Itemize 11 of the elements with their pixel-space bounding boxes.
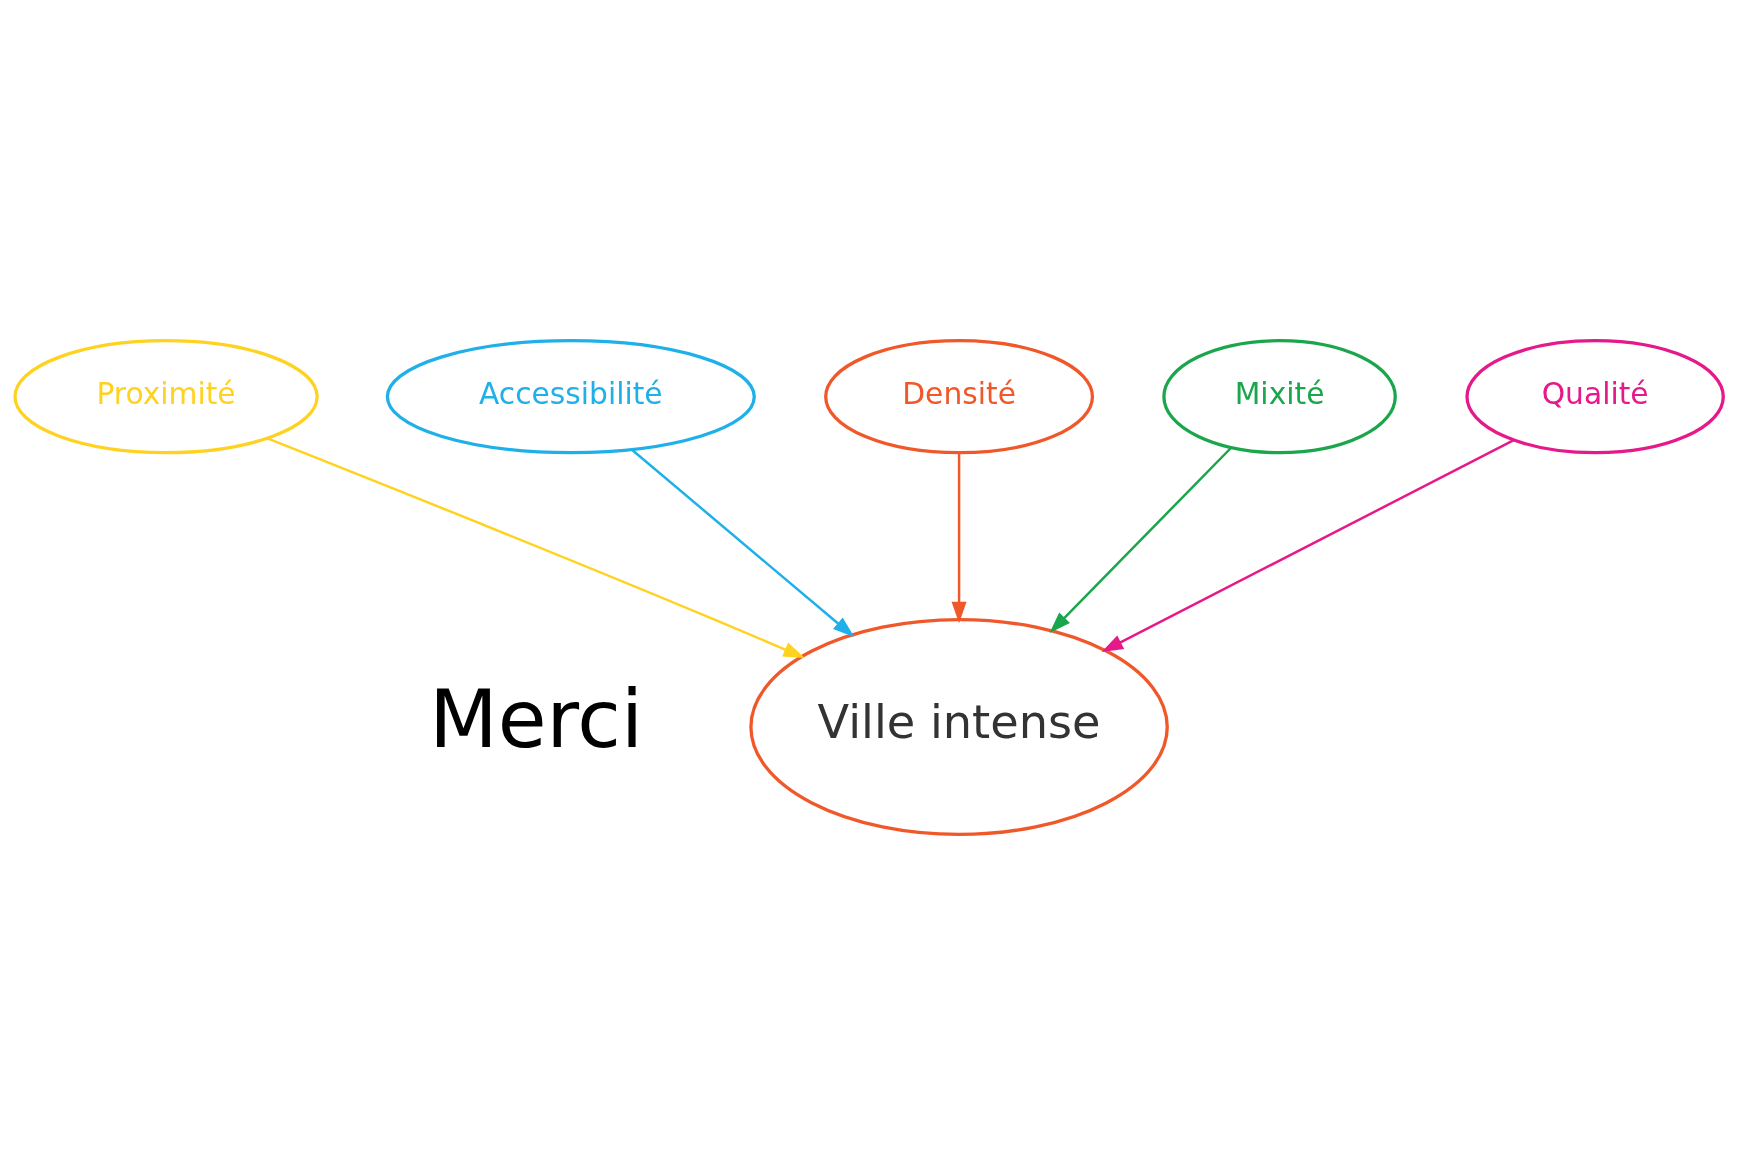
node-ellipse: Mixité (1162, 339, 1397, 455)
arrow (631, 448, 855, 638)
arrow (1049, 447, 1232, 634)
arrow (1101, 439, 1514, 653)
node-ellipse: Qualité (1465, 339, 1725, 455)
node-ellipse: Densité (824, 339, 1095, 455)
arrow (267, 437, 805, 658)
arrow (951, 453, 967, 624)
node-ellipse: Proximité (13, 339, 319, 455)
label: Merci (429, 672, 643, 766)
node-ellipse: Accessibilité (385, 339, 756, 455)
